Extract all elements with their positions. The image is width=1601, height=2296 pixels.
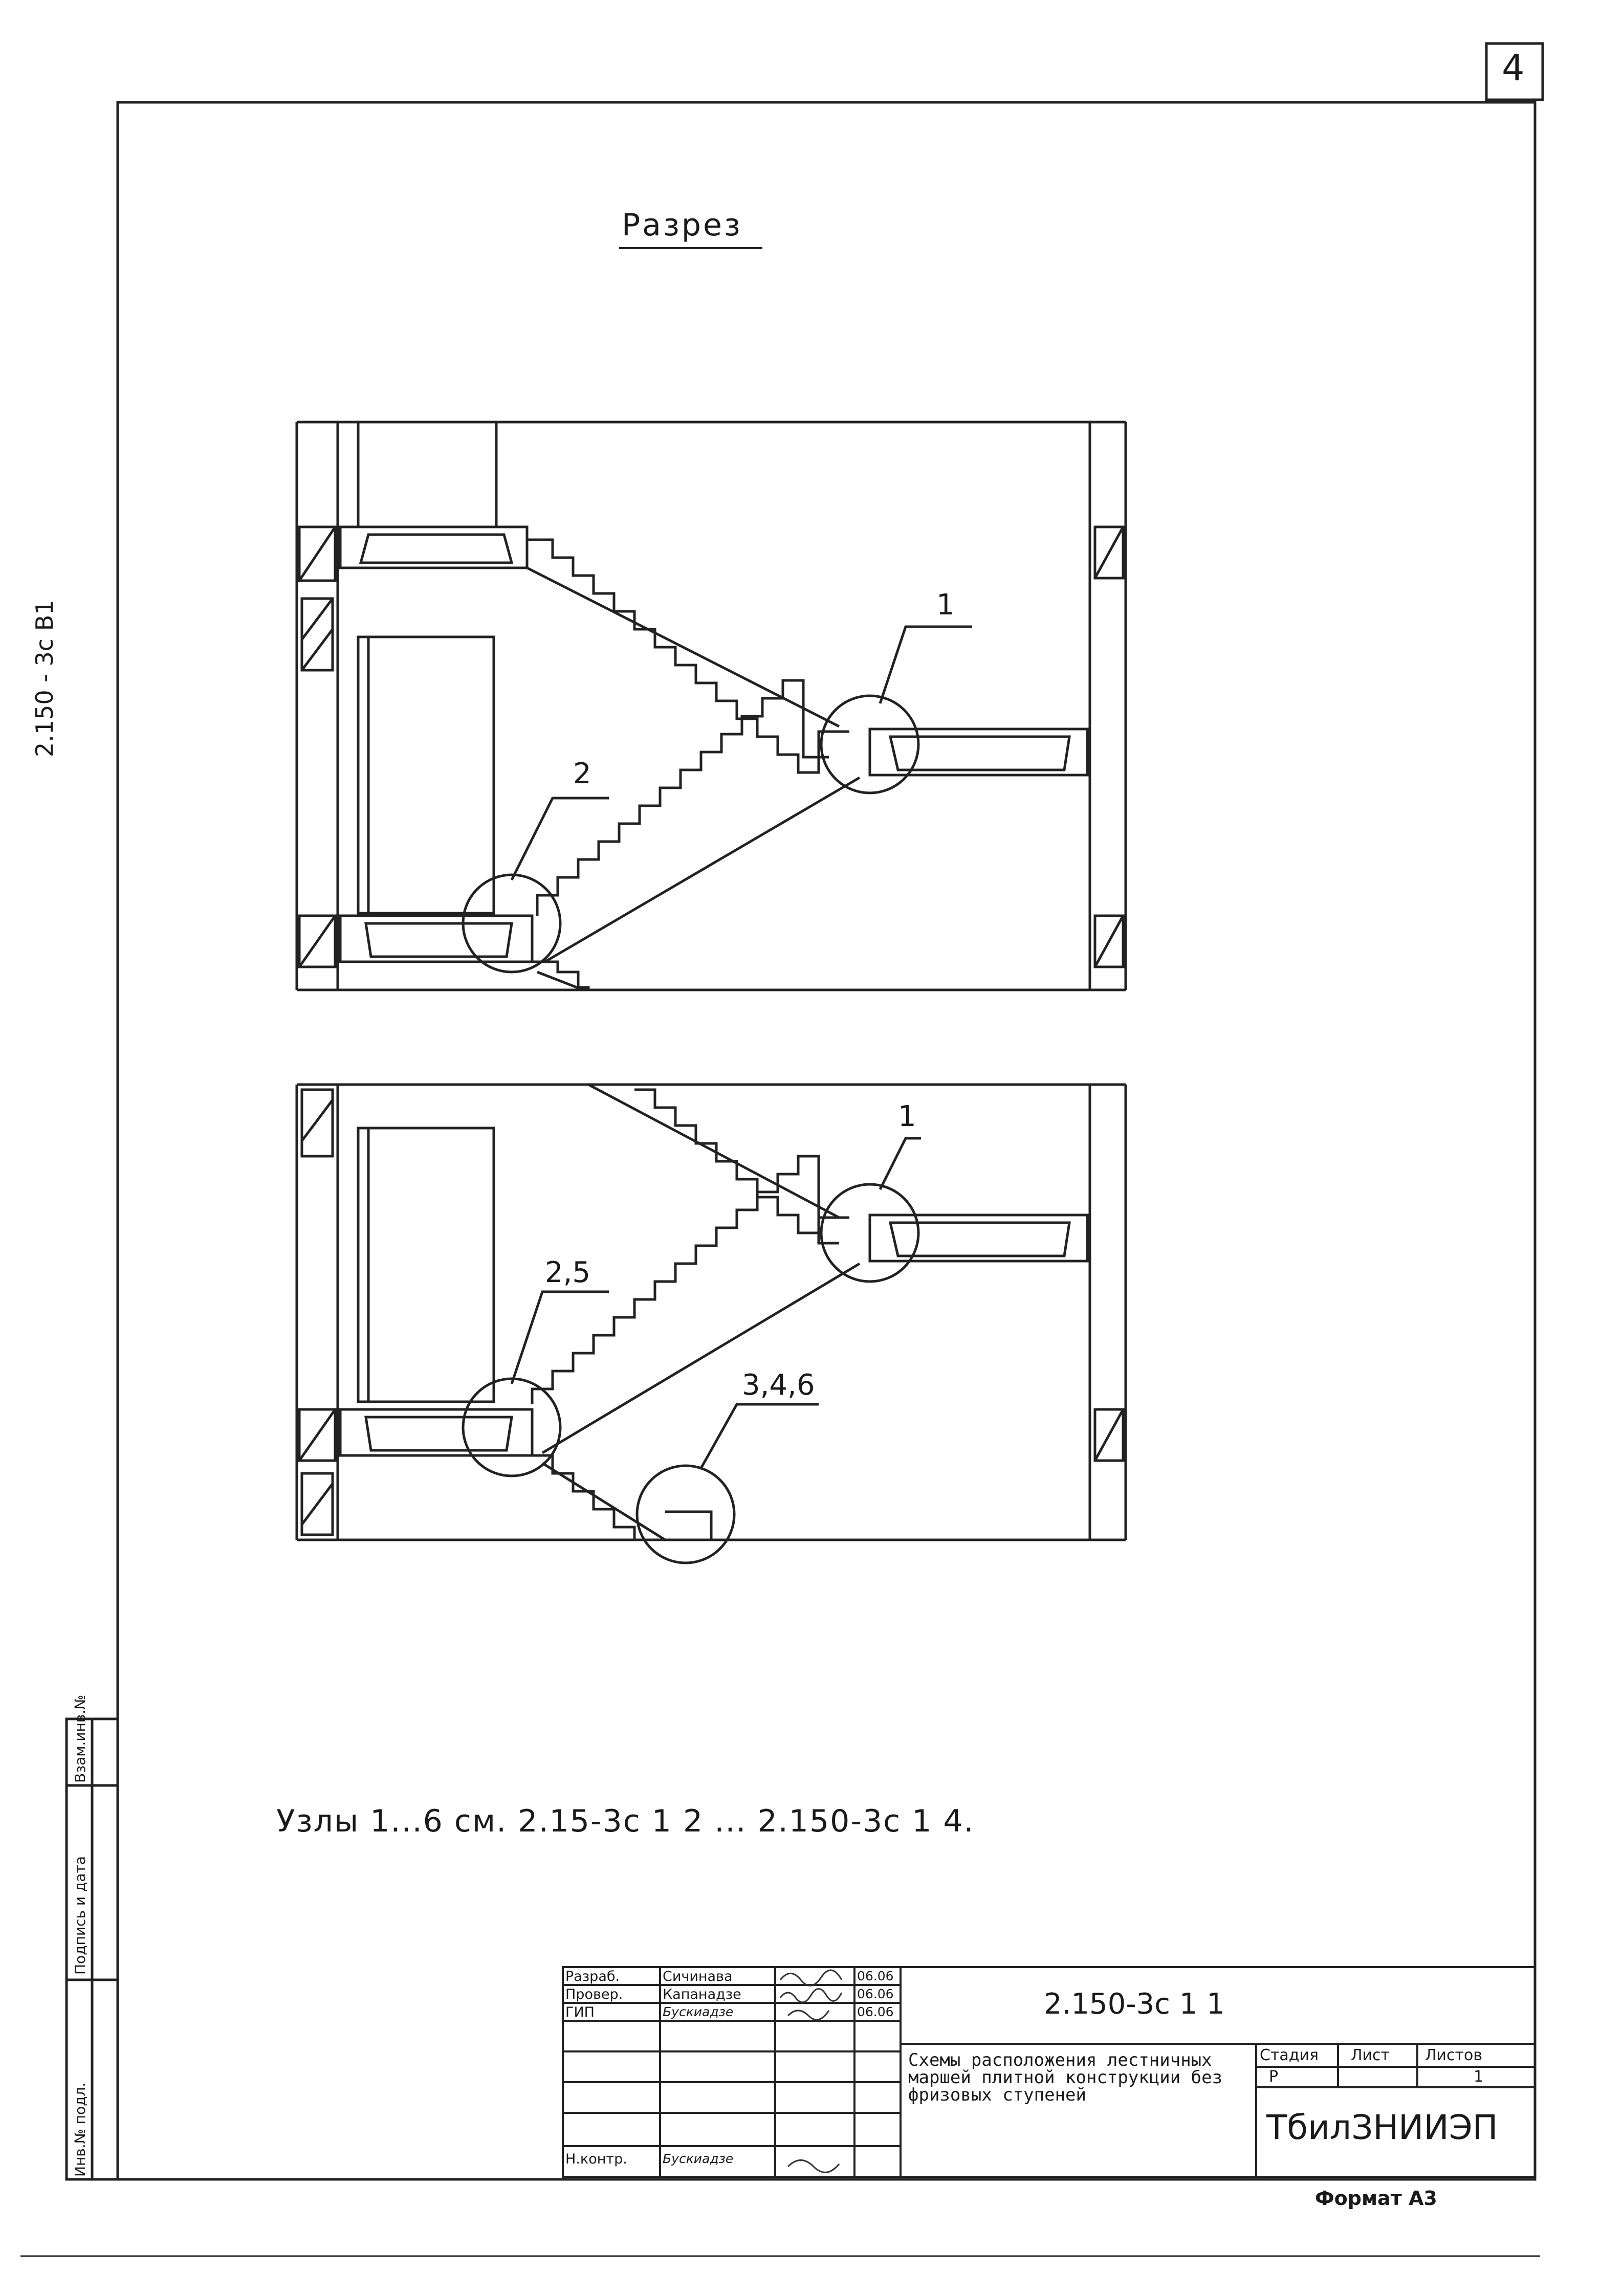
- node-label-top-2: 2: [573, 757, 591, 790]
- stamp-date-1: 06.06: [857, 1986, 894, 2001]
- node-label-bottom-1: 1: [898, 1100, 916, 1133]
- stamp-description: Схемы расположения лестничных маршей пли…: [908, 2050, 1223, 2105]
- stamp-role-2: ГИП: [565, 2004, 595, 2020]
- stamp-name-0: Сичинава: [663, 1969, 733, 1984]
- node-label-bottom-346: 3,4,6: [742, 1368, 815, 1402]
- sheet-frame: [116, 101, 1537, 2181]
- node-circle-1-bottom: [820, 1183, 920, 1283]
- node-label-bottom-25: 2,5: [545, 1256, 591, 1289]
- stamp-date-0: 06.06: [857, 1969, 894, 1983]
- node-label-top-1: 1: [936, 588, 955, 622]
- stamp-name-6: Бускиадзе: [663, 2151, 734, 2166]
- stamp-stage-value: Р: [1269, 2068, 1279, 2086]
- stamp-sheets-header: Листов: [1425, 2046, 1483, 2064]
- stamp-role-0: Разраб.: [565, 1969, 620, 1984]
- sheet-number: 4: [1502, 47, 1525, 89]
- node-circle-1-top: [820, 694, 920, 794]
- node-circle-25-bottom: [462, 1377, 562, 1477]
- section-title: Разрез: [622, 207, 742, 243]
- bottom-section: [295, 1083, 1127, 1564]
- stamp-stage-header: Стадия: [1260, 2046, 1319, 2064]
- stamp-name-2: Бускиадзе: [663, 2004, 734, 2019]
- stamp-name-1: Капанадзе: [663, 1986, 741, 2002]
- stamp-sheet-header: Лист: [1351, 2046, 1390, 2064]
- stamp-date-2: 06.06: [857, 2004, 894, 2019]
- node-circle-2-top: [462, 873, 562, 974]
- format-label: Формат А3: [1315, 2187, 1437, 2210]
- stamp-organization: ТбилЗНИИЭП: [1266, 2108, 1498, 2147]
- nodes-note: Узлы 1...6 см. 2.15-3с 1 2 ... 2.150-3с …: [276, 1803, 975, 1839]
- stamp-sheets-value: 1: [1474, 2068, 1484, 2086]
- top-section: [295, 421, 1127, 991]
- stamp-doc-code: 2.150-3с 1 1: [1044, 1988, 1225, 2021]
- sheet-number-box: [1485, 42, 1544, 101]
- stamp-role-1: Провер.: [565, 1986, 623, 2002]
- stamp-role-6: Н.контр.: [565, 2151, 627, 2167]
- title-block-grid: [562, 1966, 1536, 2178]
- node-circle-346-bottom: [635, 1464, 736, 1564]
